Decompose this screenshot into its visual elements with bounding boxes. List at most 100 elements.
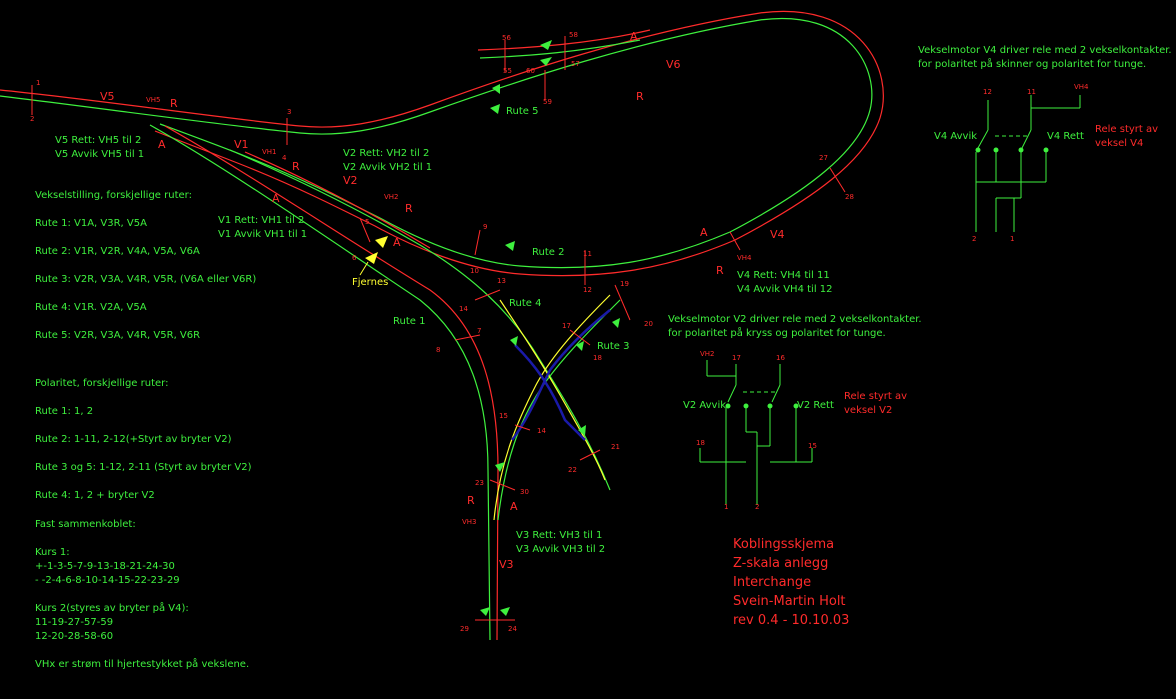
svg-text:V2 Rett: V2 Rett (797, 400, 834, 411)
svg-text:Rute 4: 1, 2 + bryter V2: Rute 4: 1, 2 + bryter V2 (35, 490, 155, 501)
track-rute1-red (164, 125, 499, 641)
title-block: Koblingsskjema Z-skala anlegg Interchang… (733, 537, 849, 628)
left-notes: Vekselstilling, forskjellige ruter: Rute… (35, 190, 256, 670)
svg-text:V3 Rett: VH3 til 1: V3 Rett: VH3 til 1 (516, 530, 602, 541)
svg-text:24: 24 (508, 625, 517, 633)
svg-text:for polaritet på kryss og pola: for polaritet på kryss og polaritet for … (668, 326, 886, 339)
svg-text:Rute 2: V1R, V2R, V4A, V5A, V6: Rute 2: V1R, V2R, V4A, V5A, V6A (35, 246, 200, 257)
svg-text:12: 12 (583, 286, 592, 294)
svg-text:16: 16 (776, 354, 785, 362)
svg-text:V2: V2 (343, 174, 358, 187)
svg-text:12-20-28-58-60: 12-20-28-58-60 (35, 631, 113, 642)
svg-text:Rute 3: Rute 3 (597, 341, 629, 352)
svg-text:A: A (630, 30, 638, 43)
svg-text:4: 4 (282, 154, 287, 162)
svg-text:14: 14 (459, 305, 468, 313)
svg-text:Rute 2: 1-11, 2-12(+Styrt av b: Rute 2: 1-11, 2-12(+Styrt av bryter V2) (35, 434, 232, 445)
svg-text:7: 7 (477, 327, 481, 335)
track-cross-yellow (493, 294, 611, 521)
svg-text:2: 2 (755, 503, 759, 511)
svg-text:VH2: VH2 (384, 193, 399, 201)
svg-text:V1 Rett: VH1 til 2: V1 Rett: VH1 til 2 (218, 215, 304, 226)
svg-text:Rute 1: Rute 1 (393, 316, 425, 327)
svg-text:Fjernes: Fjernes (352, 277, 388, 288)
svg-text:1: 1 (36, 79, 40, 87)
svg-text:Vekselstilling, forskjellige r: Vekselstilling, forskjellige ruter: (35, 190, 192, 201)
svg-text:- -2-4-6-8-10-14-15-22-23-29: - -2-4-6-8-10-14-15-22-23-29 (35, 575, 180, 586)
svg-text:VHx er strøm til hjertestykket: VHx er strøm til hjertestykket på veksle… (35, 657, 249, 670)
svg-text:19: 19 (620, 280, 629, 288)
svg-text:V3: V3 (499, 558, 514, 571)
svg-text:V1: V1 (234, 138, 249, 151)
track-rute1-green (149, 124, 491, 641)
svg-text:11-19-27-57-59: 11-19-27-57-59 (35, 617, 113, 628)
svg-text:18: 18 (696, 439, 705, 447)
svg-text:veksel V2: veksel V2 (844, 405, 892, 416)
track-cross-green (497, 299, 621, 521)
svg-text:Kurs 2(styres av bryter på V4): Kurs 2(styres av bryter på V4): (35, 601, 189, 614)
svg-text:Rute 3 og 5: 1-12, 2-11 (Styrt: Rute 3 og 5: 1-12, 2-11 (Styrt av bryter… (35, 462, 252, 473)
svg-text:VH3: VH3 (462, 518, 477, 526)
insulation-marks (31, 36, 846, 621)
svg-text:Rute 4: V1R. V2A, V5A: Rute 4: V1R. V2A, V5A (35, 302, 147, 313)
svg-text:V2 Avvik: V2 Avvik (683, 400, 726, 411)
svg-text:Kurs 1:: Kurs 1: (35, 547, 70, 558)
svg-text:A: A (510, 500, 518, 513)
svg-text:R: R (170, 97, 178, 110)
svg-text:Rute 2: Rute 2 (532, 247, 564, 258)
svg-text:rev 0.4 - 10.10.03: rev 0.4 - 10.10.03 (733, 613, 849, 628)
track-blue-b (511, 309, 611, 441)
v4-relay: Vekselmotor V4 driver rele med 2 vekselk… (918, 45, 1172, 243)
svg-text:Rute 5: V2R, V3A, V4R, V5R, V6: Rute 5: V2R, V3A, V4R, V5R, V6R (35, 330, 200, 341)
svg-text:V5: V5 (100, 90, 115, 103)
svg-text:VH1: VH1 (262, 148, 277, 156)
track-v1-red (244, 151, 431, 249)
svg-text:Interchange: Interchange (733, 575, 811, 590)
track-labels: V5 R A V1 R A R A A V6 R A V4 R R A V3 V… (30, 30, 854, 633)
svg-text:11: 11 (1027, 88, 1036, 96)
svg-text:60: 60 (526, 67, 535, 75)
svg-text:V4 Rett: VH4 til 11: V4 Rett: VH4 til 11 (737, 270, 830, 281)
svg-text:18: 18 (593, 354, 602, 362)
svg-text:20: 20 (644, 320, 653, 328)
svg-text:A: A (272, 192, 280, 205)
svg-text:V1 Avvik VH1 til 1: V1 Avvik VH1 til 1 (218, 229, 307, 240)
svg-text:1: 1 (1010, 235, 1014, 243)
svg-text:for polaritet på skinner og po: for polaritet på skinner og polaritet fo… (918, 57, 1146, 70)
svg-text:55: 55 (503, 67, 512, 75)
svg-text:A: A (700, 226, 708, 239)
svg-text:V6: V6 (666, 58, 681, 71)
svg-text:R: R (467, 494, 475, 507)
svg-text:R: R (405, 202, 413, 215)
svg-text:Rute 1: 1, 2: Rute 1: 1, 2 (35, 406, 93, 417)
svg-text:13: 13 (497, 277, 506, 285)
svg-text:57: 57 (571, 60, 580, 68)
svg-text:R: R (292, 160, 300, 173)
svg-text:Vekselmotor V4 driver rele med: Vekselmotor V4 driver rele med 2 vekselk… (918, 45, 1172, 56)
svg-text:27: 27 (819, 154, 828, 162)
svg-text:R: R (716, 264, 724, 277)
svg-text:21: 21 (611, 443, 620, 451)
svg-text:A: A (158, 138, 166, 151)
svg-text:V2 Avvik VH2 til 1: V2 Avvik VH2 til 1 (343, 162, 432, 173)
svg-text:A: A (393, 236, 401, 249)
svg-text:VH2: VH2 (700, 350, 715, 358)
svg-text:58: 58 (569, 31, 578, 39)
svg-text:V2 Rett: VH2 til 2: V2 Rett: VH2 til 2 (343, 148, 429, 159)
svg-text:V5 Rett: VH5 til 2: V5 Rett: VH5 til 2 (55, 135, 141, 146)
svg-text:22: 22 (568, 466, 577, 474)
svg-text:V3 Avvik VH3 til 2: V3 Avvik VH3 til 2 (516, 544, 605, 555)
svg-text:59: 59 (543, 98, 552, 106)
svg-text:Rute 4: Rute 4 (509, 298, 541, 309)
svg-text:Koblingsskjema: Koblingsskjema (733, 537, 834, 552)
svg-text:15: 15 (499, 412, 508, 420)
svg-text:Polaritet, forskjellige ruter:: Polaritet, forskjellige ruter: (35, 378, 168, 389)
svg-text:V4 Avvik VH4 til 12: V4 Avvik VH4 til 12 (737, 284, 833, 295)
svg-text:VH4: VH4 (737, 254, 752, 262)
fjernes-arrows (359, 236, 388, 276)
svg-text:12: 12 (983, 88, 992, 96)
svg-text:10: 10 (470, 267, 479, 275)
svg-text:6: 6 (352, 254, 357, 262)
svg-text:veksel V4: veksel V4 (1095, 138, 1143, 149)
